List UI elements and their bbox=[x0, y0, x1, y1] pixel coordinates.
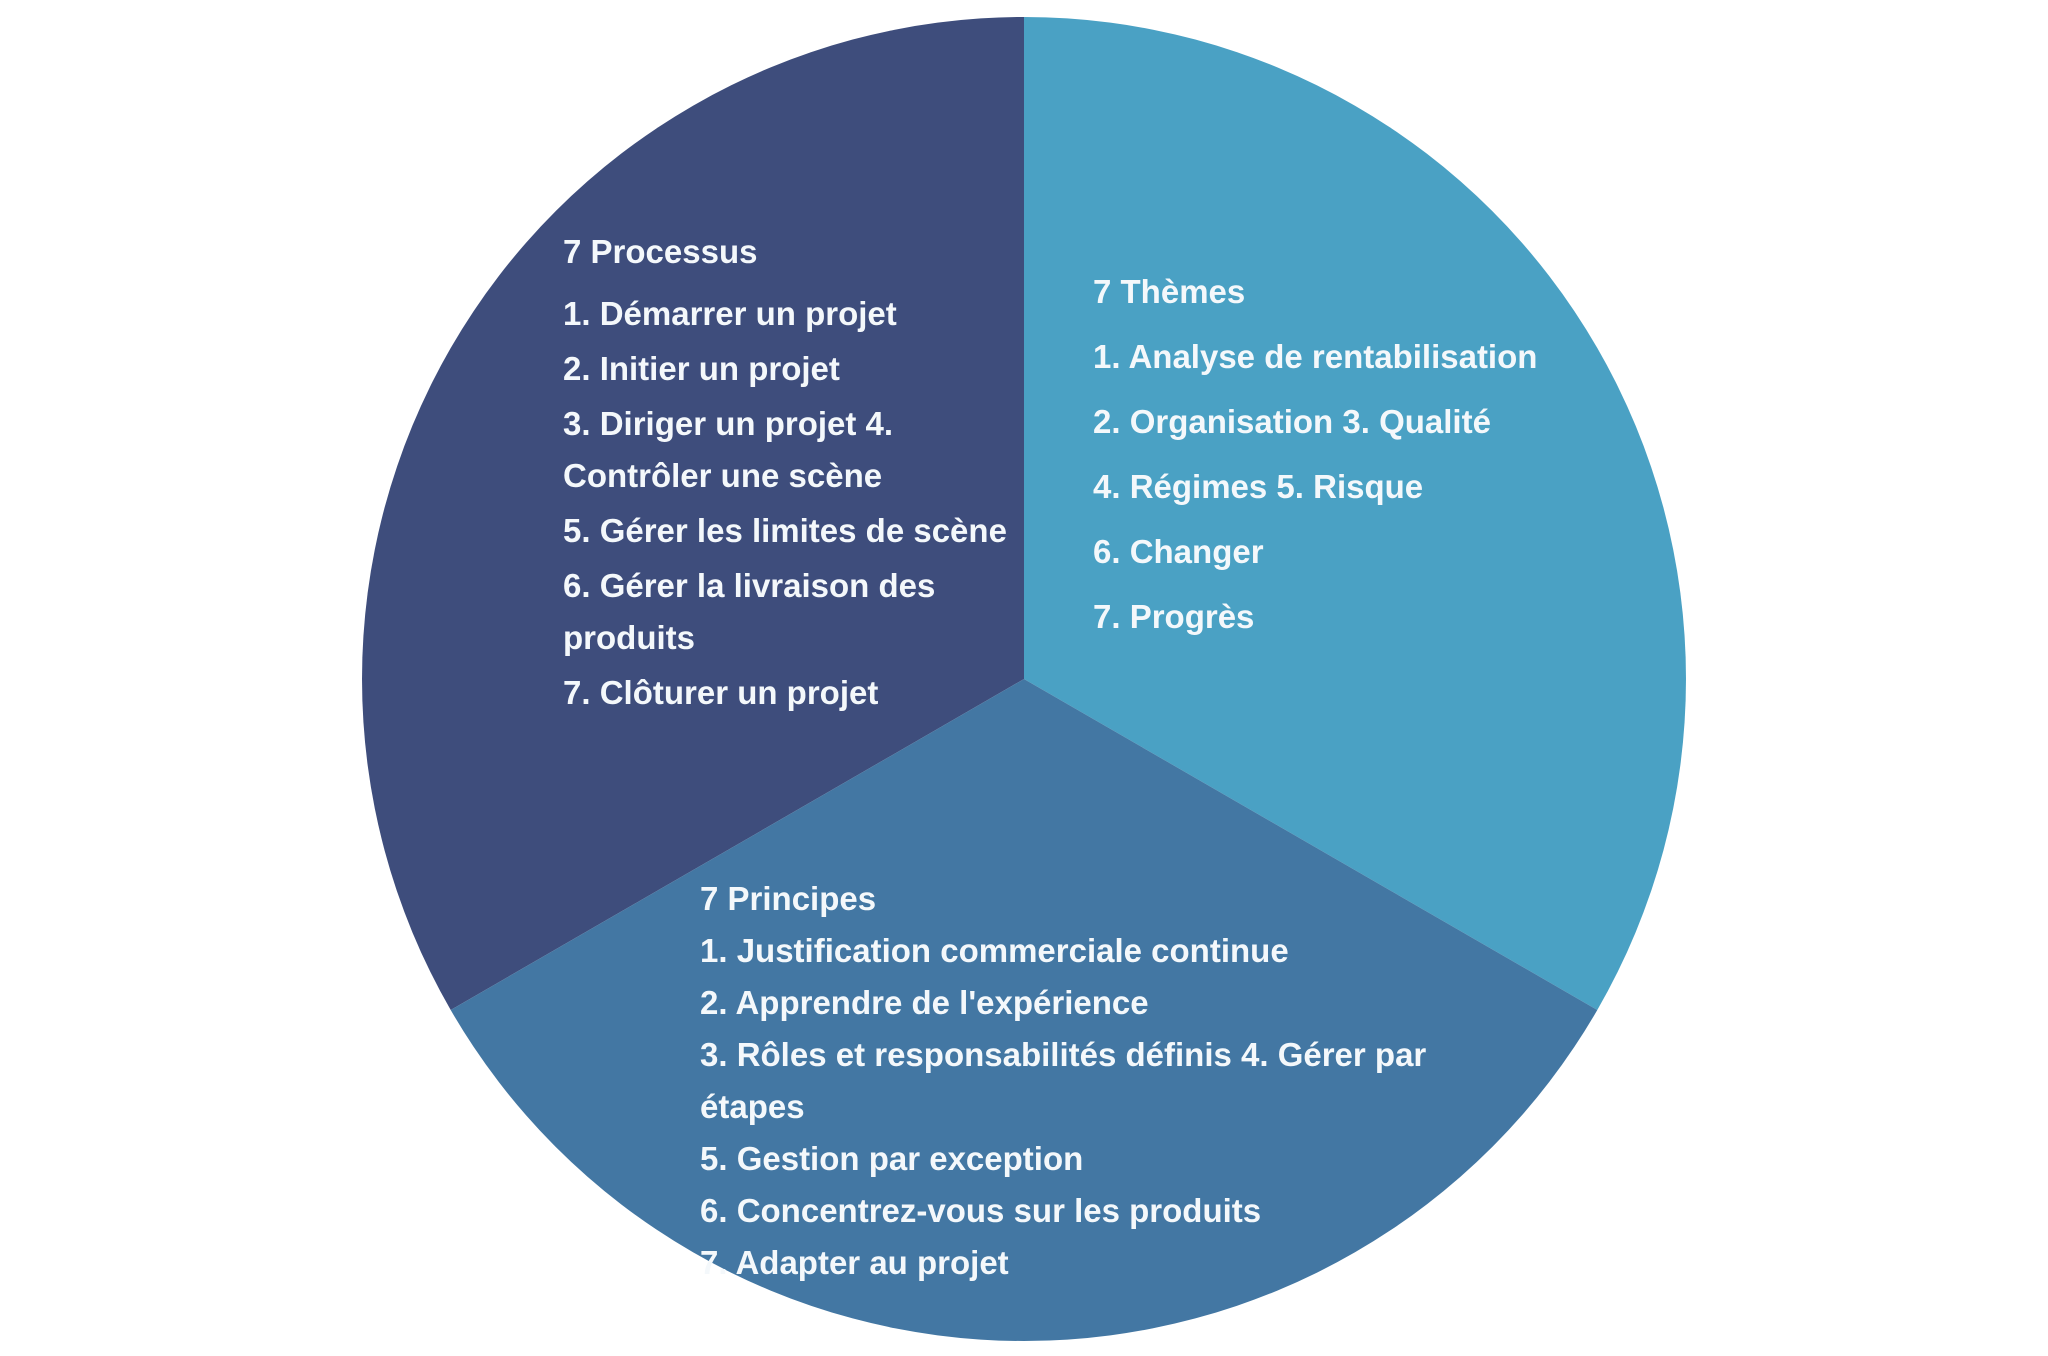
segment-themes-item: 7. Progrès bbox=[1093, 598, 1255, 635]
segment-principles-slice bbox=[450, 679, 1598, 1341]
segment-processes-item: 3. Diriger un projet 4. Contrôler une sc… bbox=[563, 405, 894, 494]
segment-processes-heading: 7 Processus bbox=[563, 233, 758, 270]
segment-principles-heading: 7 Principes bbox=[700, 880, 877, 917]
segment-processes-item: 7. Clôturer un projet bbox=[563, 674, 879, 711]
segment-themes-item: 6. Changer bbox=[1093, 533, 1264, 570]
segment-principles-item: 5. Gestion par exception bbox=[700, 1140, 1084, 1177]
segment-themes-slice bbox=[1024, 17, 1686, 1010]
segment-principles-label-block: 7 Principes 1. Justification commerciale… bbox=[700, 873, 1530, 1289]
segment-themes-label-block: 7 Thèmes 1. Analyse de rentabilisation 2… bbox=[1093, 266, 1563, 656]
segment-themes-item: 1. Analyse de rentabilisation bbox=[1093, 338, 1538, 375]
segment-principles-item: 1. Justification commerciale continue bbox=[700, 932, 1289, 969]
segment-principles-item: 2. Apprendre de l'expérience bbox=[700, 984, 1149, 1021]
segment-principles-item: 3. Rôles et responsabilités définis 4. G… bbox=[700, 1036, 1427, 1125]
segment-principles-item: 7. Adapter au projet bbox=[700, 1244, 1009, 1281]
segment-processes-item: 6. Gérer la livraison des produits bbox=[563, 567, 936, 656]
segment-processes-item: 1. Démarrer un projet bbox=[563, 295, 897, 332]
segment-themes-heading: 7 Thèmes bbox=[1093, 273, 1246, 310]
segment-processes-item: 5. Gérer les limites de scène bbox=[563, 512, 1007, 549]
segment-processes-item: 2. Initier un projet bbox=[563, 350, 840, 387]
segment-processes-label-block: 7 Processus 1. Démarrer un projet 2. Ini… bbox=[563, 226, 1008, 722]
segment-themes-item: 4. Régimes 5. Risque bbox=[1093, 468, 1424, 505]
segment-themes-item: 2. Organisation 3. Qualité bbox=[1093, 403, 1491, 440]
segment-principles-item: 6. Concentrez-vous sur les produits bbox=[700, 1192, 1262, 1229]
segment-processes-slice bbox=[362, 16, 1024, 1011]
